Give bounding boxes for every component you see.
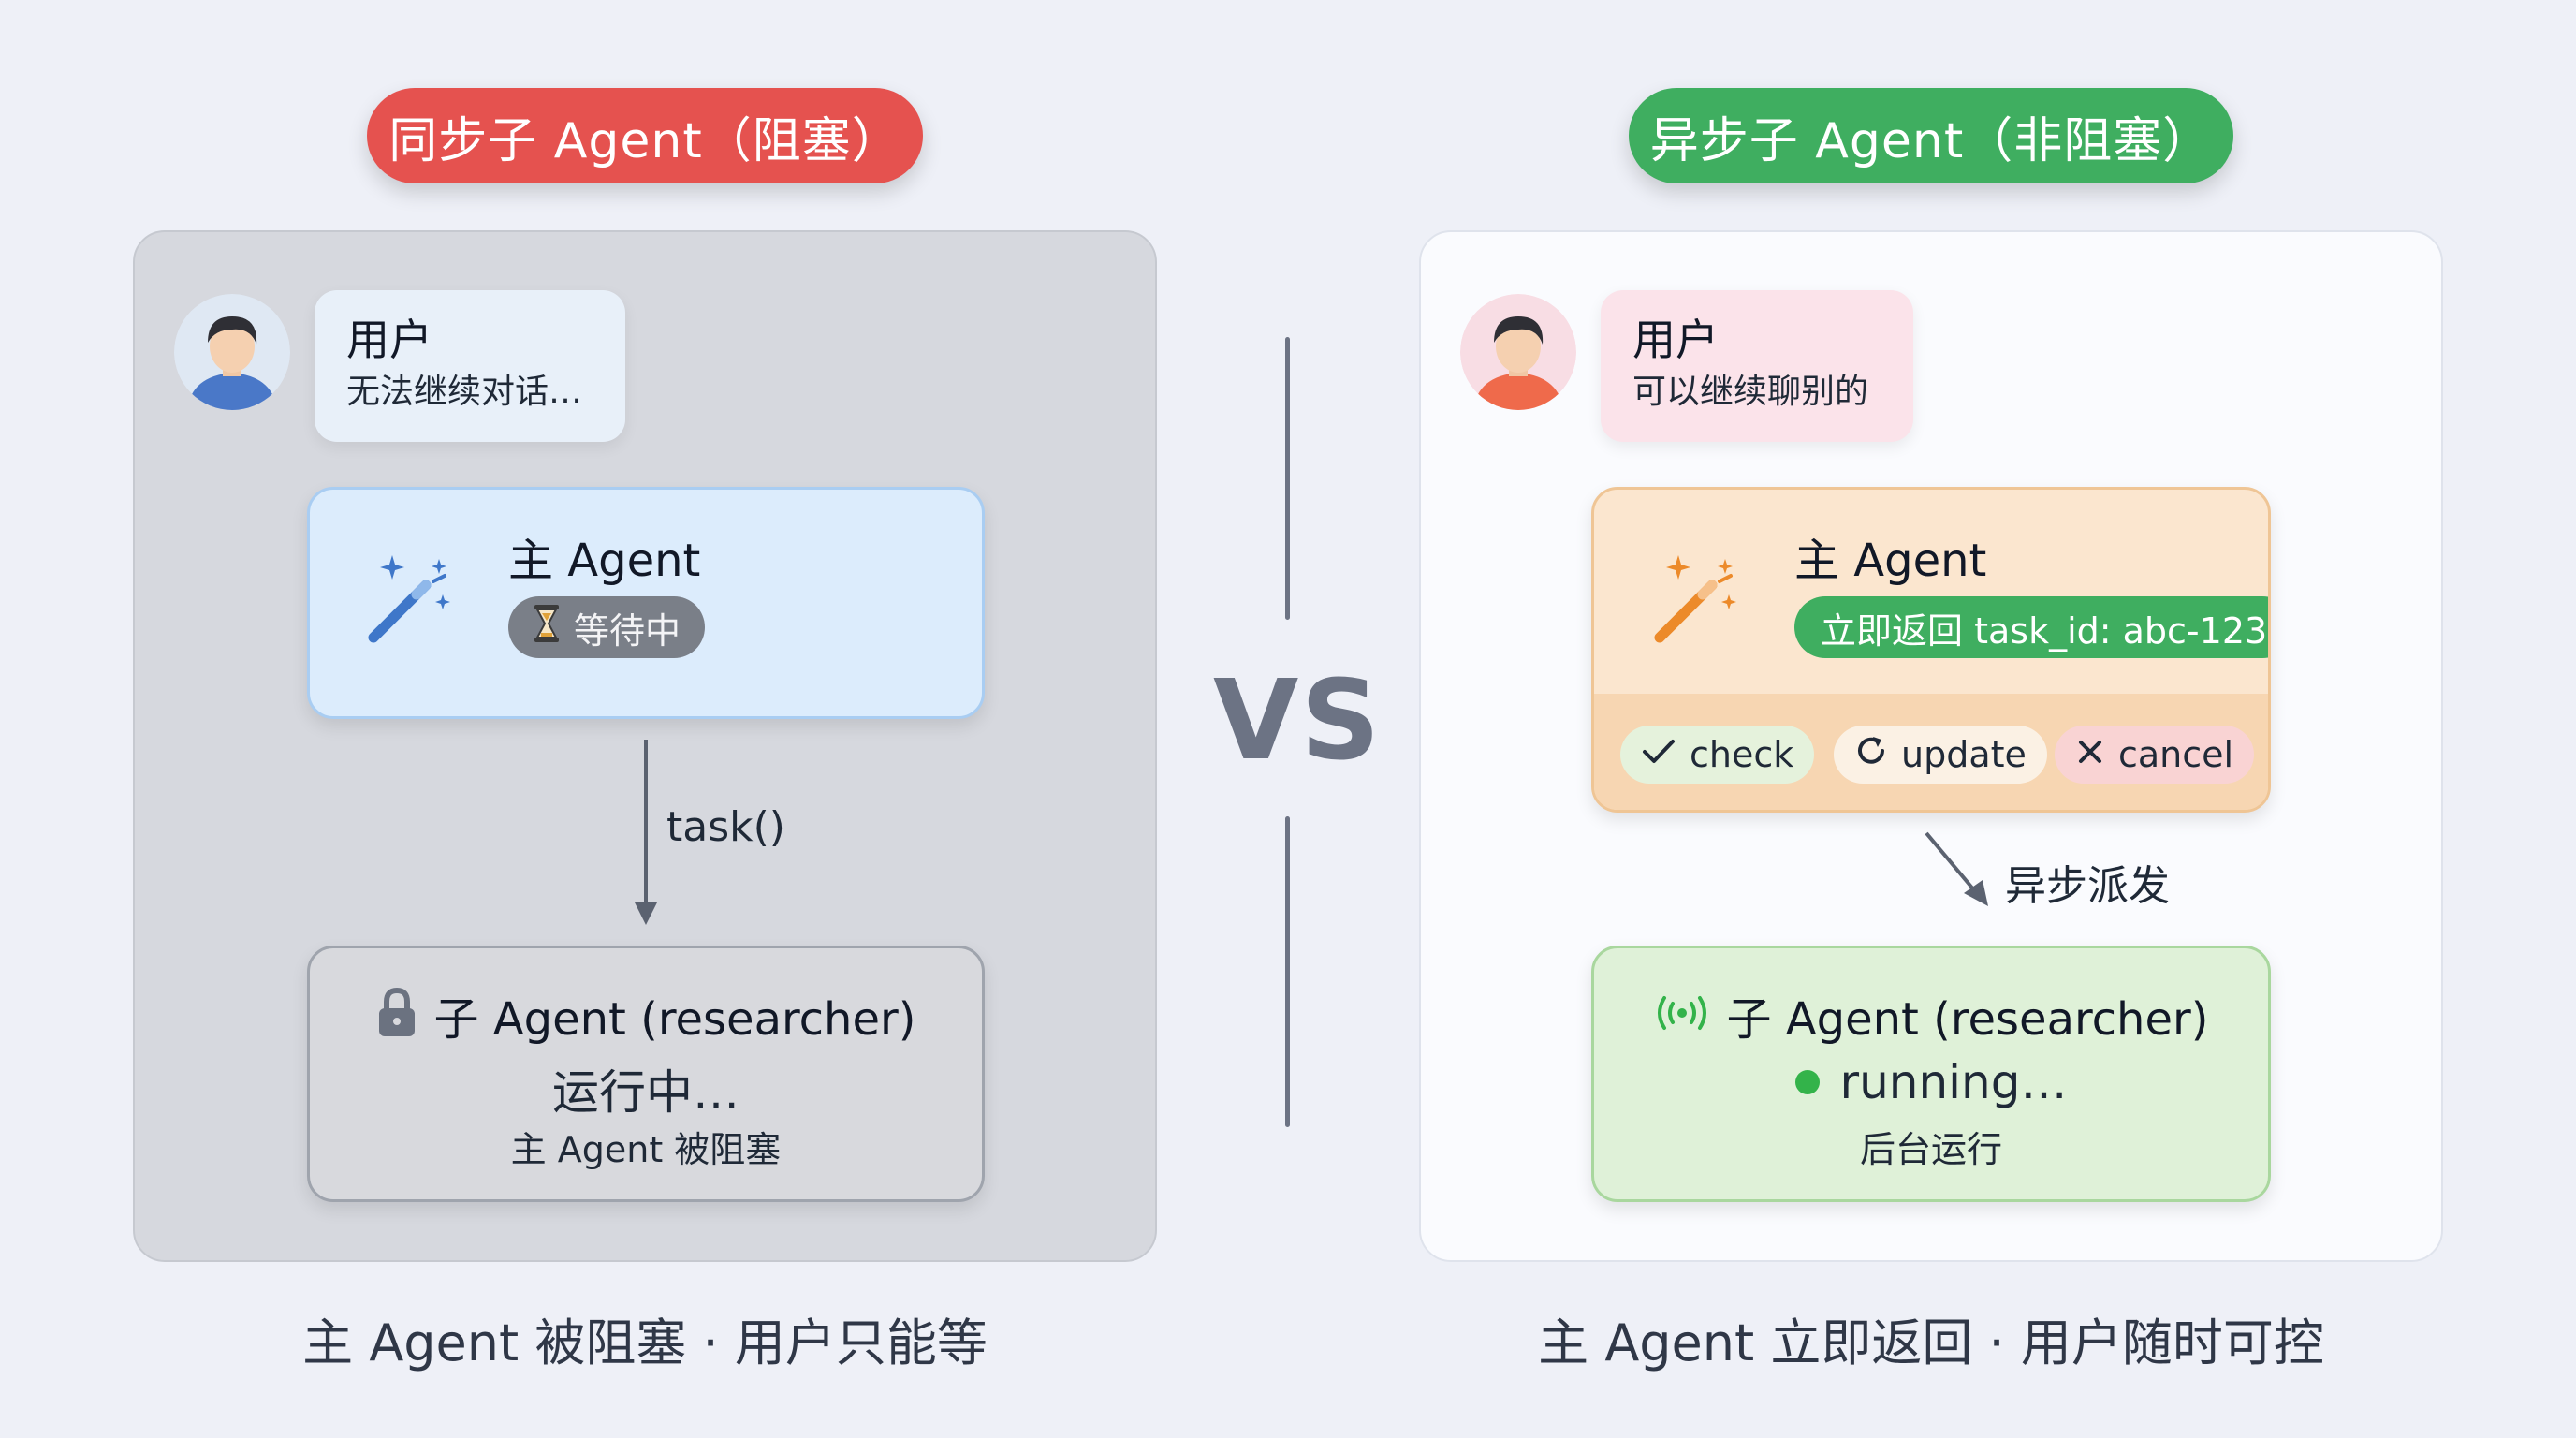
right-user-bubble: 用户 可以继续聊别的 — [1601, 290, 1913, 442]
right-user-message: 可以继续聊别的 — [1632, 373, 1869, 411]
right-sub-agent-card: 子 Agent (researcher) running… 后台运行 — [1591, 946, 2271, 1202]
right-main-agent-card: 主 Agent 立即返回 task_id: abc-123 check upda… — [1591, 487, 2271, 813]
right-sub-agent-title-row: 子 Agent (researcher) — [1594, 982, 2268, 1048]
left-main-agent-status: 等待中 — [508, 596, 706, 658]
magic-wand-icon — [1645, 548, 1746, 653]
user-avatar-icon — [1460, 294, 1576, 410]
magic-wand-icon — [359, 548, 460, 653]
hourglass-icon — [533, 604, 561, 652]
right-caption: 主 Agent 立即返回 · 用户随时可控 — [1538, 1313, 2324, 1372]
right-user-avatar — [1460, 294, 1576, 410]
right-title: 异步子 Agent（非阻塞） — [1649, 112, 2213, 169]
left-title-pill: 同步子 Agent（阻塞） — [367, 88, 923, 183]
cancel-label: cancel — [2118, 734, 2234, 775]
close-icon — [2075, 734, 2105, 775]
left-main-agent-title: 主 Agent — [508, 535, 701, 587]
broadcast-icon — [1654, 994, 1710, 1035]
right-main-agent-title: 主 Agent — [1794, 535, 1987, 587]
left-user-avatar — [174, 294, 290, 410]
vs-label: VS — [1213, 655, 1383, 785]
left-task-arrow — [629, 740, 663, 931]
left-user-name: 用户 — [346, 315, 432, 365]
left-sub-agent-note: 主 Agent 被阻塞 — [510, 1129, 782, 1170]
left-user-message: 无法继续对话… — [346, 373, 583, 411]
left-main-agent-card: 主 Agent 等待中 — [307, 487, 985, 719]
right-arrow-label: 异步派发 — [2005, 862, 2170, 910]
left-main-agent-status-text: 等待中 — [574, 609, 681, 652]
check-label: check — [1690, 734, 1794, 775]
left-arrow-label: task() — [666, 803, 785, 851]
right-sub-agent-status-row: running… — [1594, 1055, 2268, 1109]
status-dot — [1794, 1070, 1820, 1094]
left-sub-agent-status: 运行中… — [552, 1065, 739, 1120]
left-sub-agent-card: 子 Agent (researcher) 运行中… 主 Agent 被阻塞 — [307, 946, 985, 1202]
user-avatar-icon — [174, 294, 290, 410]
vs-divider-bottom — [1285, 816, 1290, 1127]
right-sub-agent-status: running… — [1839, 1055, 2068, 1109]
refresh-icon — [1854, 734, 1888, 776]
right-main-agent-return-text: 立即返回 task_id: abc-123 — [1821, 609, 2268, 652]
left-sub-agent-title-row: 子 Agent (researcher) — [310, 982, 982, 1048]
right-dispatch-arrow — [1921, 828, 1996, 916]
right-sub-agent-title: 子 Agent (researcher) — [1726, 993, 2209, 1046]
checkmark-icon — [1641, 734, 1676, 775]
check-button[interactable]: check — [1620, 726, 1815, 784]
update-button[interactable]: update — [1834, 726, 2047, 784]
left-user-bubble: 用户 无法继续对话… — [315, 290, 625, 442]
update-label: update — [1901, 734, 2027, 775]
lock-icon — [376, 987, 417, 1043]
right-title-pill: 异步子 Agent（非阻塞） — [1629, 88, 2233, 183]
right-main-agent-return: 立即返回 task_id: abc-123 — [1794, 596, 2268, 658]
right-sub-agent-note: 后台运行 — [1859, 1129, 2002, 1170]
right-user-name: 用户 — [1632, 315, 1719, 365]
left-caption: 主 Agent 被阻塞 · 用户只能等 — [302, 1313, 988, 1372]
vs-divider-top — [1285, 337, 1290, 620]
left-title: 同步子 Agent（阻塞） — [388, 112, 901, 169]
cancel-button[interactable]: cancel — [2055, 726, 2255, 784]
left-sub-agent-title: 子 Agent (researcher) — [433, 993, 916, 1046]
